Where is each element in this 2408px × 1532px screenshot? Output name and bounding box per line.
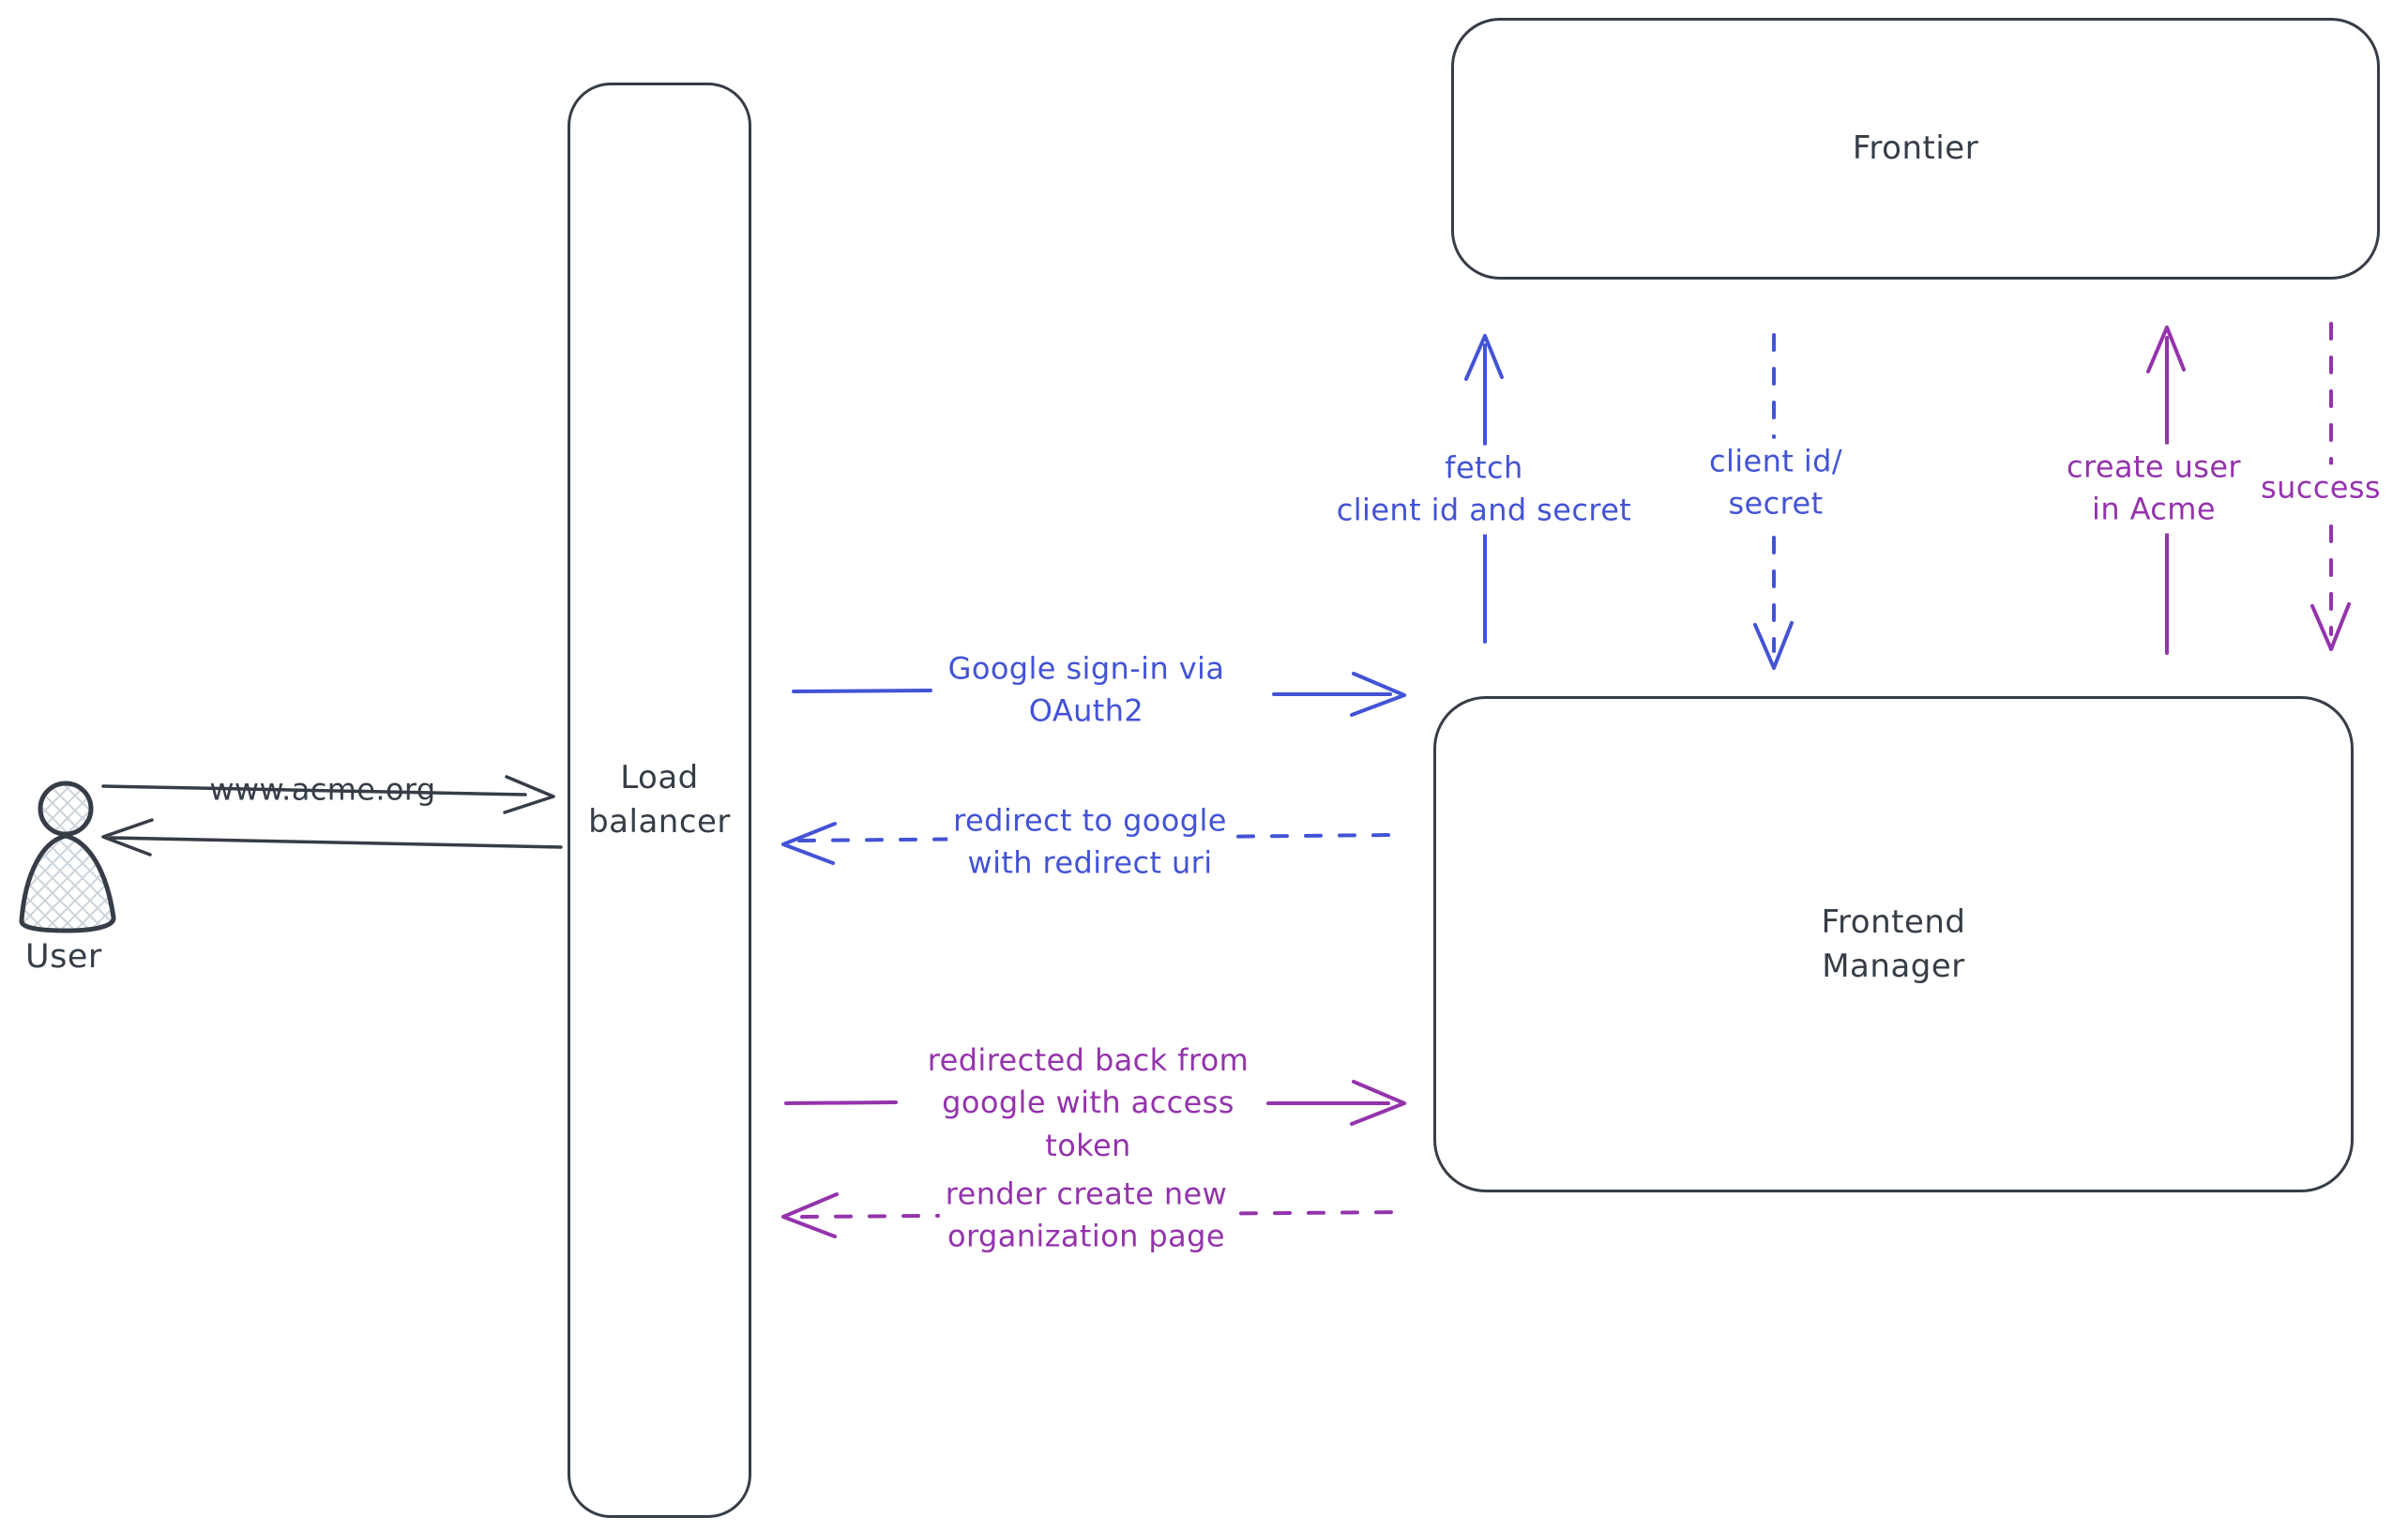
frontend-manager-label-line1: Frontend bbox=[1821, 903, 1966, 941]
load-balancer-label-line2: balancer bbox=[588, 803, 731, 841]
arrow-lb-to-user bbox=[101, 818, 563, 857]
node-load-balancer[interactable]: Load balancer bbox=[568, 83, 751, 1518]
edge-label-fetch: fetch client id and secret bbox=[1330, 445, 1638, 535]
edge-label-www-acme-org: www.acme.org bbox=[209, 771, 436, 808]
edge-label-render-page: render create new organization page bbox=[939, 1171, 1234, 1261]
load-balancer-label-line1: Load bbox=[620, 759, 699, 797]
edge-label-redirected-back: redirected back from google with access … bbox=[921, 1037, 1255, 1170]
node-frontend-manager[interactable]: Frontend Manager bbox=[1433, 696, 2354, 1192]
edge-label-client-id: client id/ secret bbox=[1703, 438, 1849, 528]
user-label: User bbox=[25, 938, 102, 976]
edge-label-create-user: create user in Acme bbox=[2061, 444, 2247, 534]
frontier-label: Frontier bbox=[1852, 129, 1979, 168]
edge-label-success: success bbox=[2255, 464, 2386, 511]
edge-label-google-signin: Google sign-in via OAuth2 bbox=[942, 645, 1231, 736]
frontend-manager-label-line2: Manager bbox=[1822, 947, 1965, 985]
node-frontier[interactable]: Frontier bbox=[1451, 18, 2380, 280]
edge-label-redirect: redirect to google with redirect uri bbox=[947, 797, 1233, 887]
user-figure-icon[interactable] bbox=[19, 781, 116, 933]
